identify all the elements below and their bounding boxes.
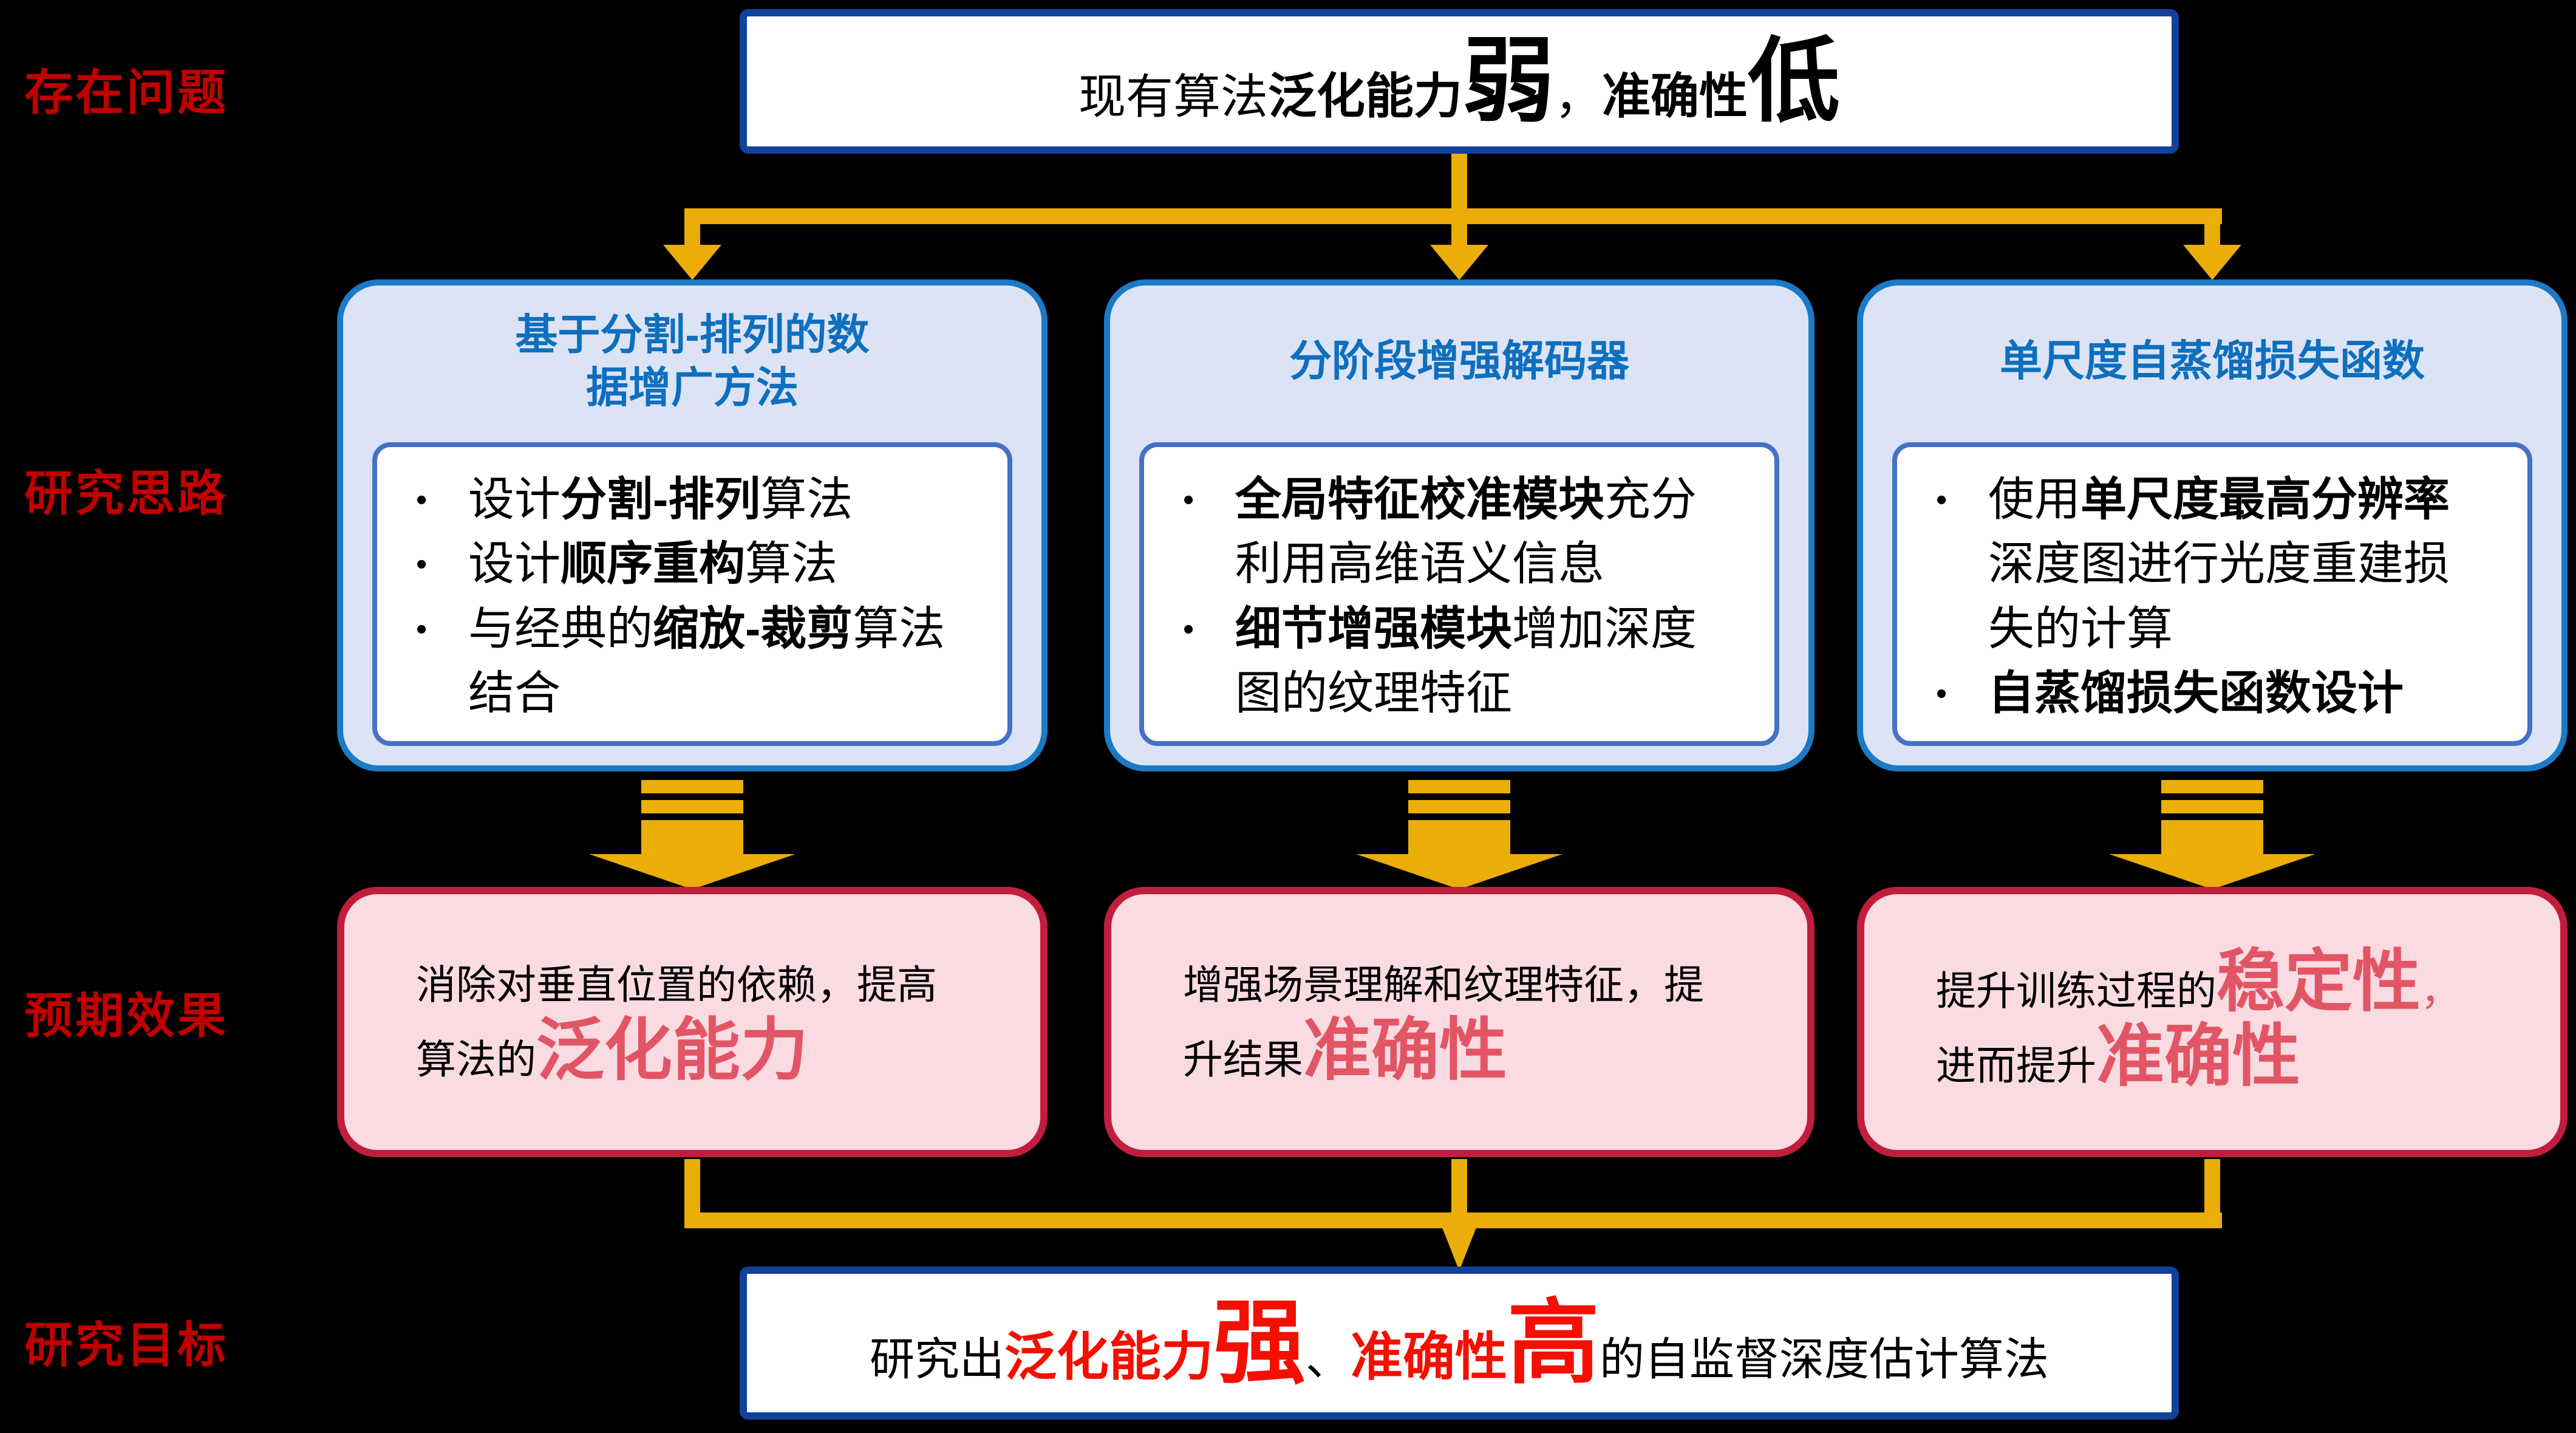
column-title: 基于分割-排列的数据增广方法 <box>343 286 1041 437</box>
problem-text-bold1: 泛化能力 <box>1268 69 1462 123</box>
effect-text-mid: 进而提升 <box>1936 1042 2096 1088</box>
method-column-augmentation: 基于分割-排列的数据增广方法 • 设计分割-排列算法 • 设计顺序重构算法 • … <box>337 279 1048 771</box>
row-label-effect: 预期效果 <box>24 989 228 1043</box>
problem-box: 现有算法泛化能力弱，准确性低 <box>740 9 2179 154</box>
striped-down-arrow-icon <box>1356 780 1562 889</box>
goal-text: 研究出泛化能力强、准确性高的自监督深度估计算法 <box>870 1297 2049 1390</box>
bullet-text-bold: 单尺度最高分辨率 <box>2080 474 2450 525</box>
problem-text: 现有算法泛化能力弱，准确性低 <box>1078 35 1840 128</box>
bullet-text: 算法结合 <box>468 603 946 720</box>
bullet-dot-icon: • <box>416 547 428 583</box>
effect-text-pre: 增强场景理解和纹理特征，提升结果 <box>1183 962 1704 1082</box>
bullet-text-bold: 自蒸馏损失函数设计 <box>1988 668 2404 720</box>
problem-text-big1: 弱 <box>1462 30 1555 133</box>
row-label-problem: 存在问题 <box>24 66 228 120</box>
row-label-approach: 研究思路 <box>24 467 228 521</box>
column-title: 单尺度自蒸馏损失函数 <box>1863 286 2561 437</box>
bullet-item: • 细节增强模块增加深度图的纹理特征 <box>1174 597 1720 727</box>
down-arrow-icon <box>663 245 721 280</box>
bullet-dot-icon: • <box>1183 482 1194 518</box>
effect-text-comma: ， <box>2421 968 2461 1014</box>
bullet-text: 使用 <box>1988 474 2080 525</box>
bullet-text-bold: 顺序重构 <box>561 538 745 590</box>
bullet-text-bold: 细节增强模块 <box>1235 603 1512 655</box>
column-detail-box: • 全局特征校准模块充分利用高维语义信息 • 细节增强模块增加深度图的纹理特征 <box>1139 442 1779 746</box>
effect-text-pre: 消除对垂直位置的依赖，提高算法的 <box>416 962 937 1082</box>
column-detail-box: • 设计分割-排列算法 • 设计顺序重构算法 • 与经典的缩放-裁剪算法结合 <box>372 442 1012 746</box>
problem-text-pre: 现有算法 <box>1078 70 1268 123</box>
bullet-dot-icon: • <box>1936 482 1947 518</box>
bullet-text-bold: 全局特征校准模块 <box>1235 474 1604 525</box>
bullet-text: 算法 <box>745 538 837 590</box>
goal-box: 研究出泛化能力强、准确性高的自监督深度估计算法 <box>740 1267 2179 1420</box>
top-connector-drop-mid <box>1451 224 1467 246</box>
bullet-text: 设计 <box>468 474 561 525</box>
goal-text-pre: 研究出 <box>870 1333 1004 1384</box>
effect-box-stability: 提升训练过程的稳定性， 进而提升准确性 <box>1857 887 2567 1157</box>
effect-text: 提升训练过程的稳定性，进而提升准确性 <box>1936 948 2489 1096</box>
bullet-text-bold: 分割-排列 <box>561 474 761 525</box>
problem-text-comma: ， <box>1555 70 1603 123</box>
goal-text-big2: 高 <box>1507 1291 1600 1395</box>
effect-text-pre: 提升训练过程的 <box>1936 968 2217 1014</box>
row-label-goal: 研究目标 <box>24 1318 228 1372</box>
down-arrow-icon <box>1430 245 1488 280</box>
effect-text: 增强场景理解和纹理特征，提升结果准确性 <box>1183 954 1736 1090</box>
bullet-dot-icon: • <box>1936 676 1947 712</box>
striped-down-arrow-icon <box>2109 780 2315 889</box>
column-title-text: 基于分割-排列的数据增广方法 <box>515 310 870 412</box>
top-connector-bar <box>684 208 2222 224</box>
top-connector-drop-left <box>684 224 700 246</box>
goal-text-big1: 强 <box>1213 1291 1306 1395</box>
striped-down-arrow-icon <box>589 780 796 889</box>
effect-text-emphasis: 泛化能力 <box>536 1011 808 1088</box>
top-connector-drop-right <box>2204 224 2220 246</box>
bullet-dot-icon: • <box>416 482 428 518</box>
column-detail-box: • 使用单尺度最高分辨率深度图进行光度重建损失的计算 • 自蒸馏损失函数设计 <box>1892 442 2532 746</box>
column-title-text: 分阶段增强解码器 <box>1289 337 1629 385</box>
column-title: 分阶段增强解码器 <box>1110 286 1808 437</box>
bullet-text-bold: 缩放-裁剪 <box>653 603 853 655</box>
bullet-item: • 与经典的缩放-裁剪算法结合 <box>407 597 953 727</box>
effect-text-emphasis: 准确性 <box>1303 1011 1507 1088</box>
bullet-text: 深度图进行光度重建损失的计算 <box>1988 538 2450 655</box>
effect-box-accuracy: 增强场景理解和纹理特征，提升结果准确性 <box>1104 887 1814 1157</box>
method-column-distillation-loss: 单尺度自蒸馏损失函数 • 使用单尺度最高分辨率深度图进行光度重建损失的计算 • … <box>1857 279 2567 771</box>
goal-text-red1: 泛化能力 <box>1004 1327 1213 1386</box>
bullet-item: • 使用单尺度最高分辨率深度图进行光度重建损失的计算 <box>1927 468 2473 662</box>
bullet-text: 算法 <box>760 474 853 525</box>
down-arrow-icon <box>1441 1225 1477 1271</box>
effect-box-generalization: 消除对垂直位置的依赖，提高算法的泛化能力 <box>337 887 1048 1157</box>
bullet-text: 设计 <box>468 538 561 590</box>
problem-text-big2: 低 <box>1748 30 1841 133</box>
bullet-item: • 设计分割-排列算法 <box>407 468 953 532</box>
method-column-decoder: 分阶段增强解码器 • 全局特征校准模块充分利用高维语义信息 • 细节增强模块增加… <box>1104 279 1814 771</box>
effect-text-emphasis: 准确性 <box>2096 1017 2300 1094</box>
bottom-connector-rise-right <box>2204 1159 2220 1215</box>
bullet-dot-icon: • <box>1183 611 1194 647</box>
goal-text-post: 的自监督深度估计算法 <box>1600 1333 2049 1384</box>
problem-text-bold2: 准确性 <box>1602 69 1748 123</box>
bullet-text: 增加深度图的纹理特征 <box>1235 603 1697 720</box>
down-arrow-icon <box>2183 245 2241 280</box>
bullet-text: 充分利用高维语义信息 <box>1235 474 1697 590</box>
goal-text-red2: 准确性 <box>1351 1327 1507 1386</box>
bullet-item: • 全局特征校准模块充分利用高维语义信息 <box>1174 468 1720 597</box>
bottom-connector-rise-left <box>684 1159 700 1215</box>
column-title-text: 单尺度自蒸馏损失函数 <box>2000 337 2425 385</box>
effect-text: 消除对垂直位置的依赖，提高算法的泛化能力 <box>416 954 969 1090</box>
bullet-item: • 设计顺序重构算法 <box>407 532 953 597</box>
effect-text-emphasis: 稳定性 <box>2217 943 2421 1020</box>
goal-text-dun: 、 <box>1306 1333 1351 1384</box>
bullet-dot-icon: • <box>416 611 428 647</box>
bullet-item: • 自蒸馏损失函数设计 <box>1927 662 2473 726</box>
bottom-connector-rise-mid <box>1451 1159 1467 1215</box>
bullet-text: 与经典的 <box>468 603 653 655</box>
